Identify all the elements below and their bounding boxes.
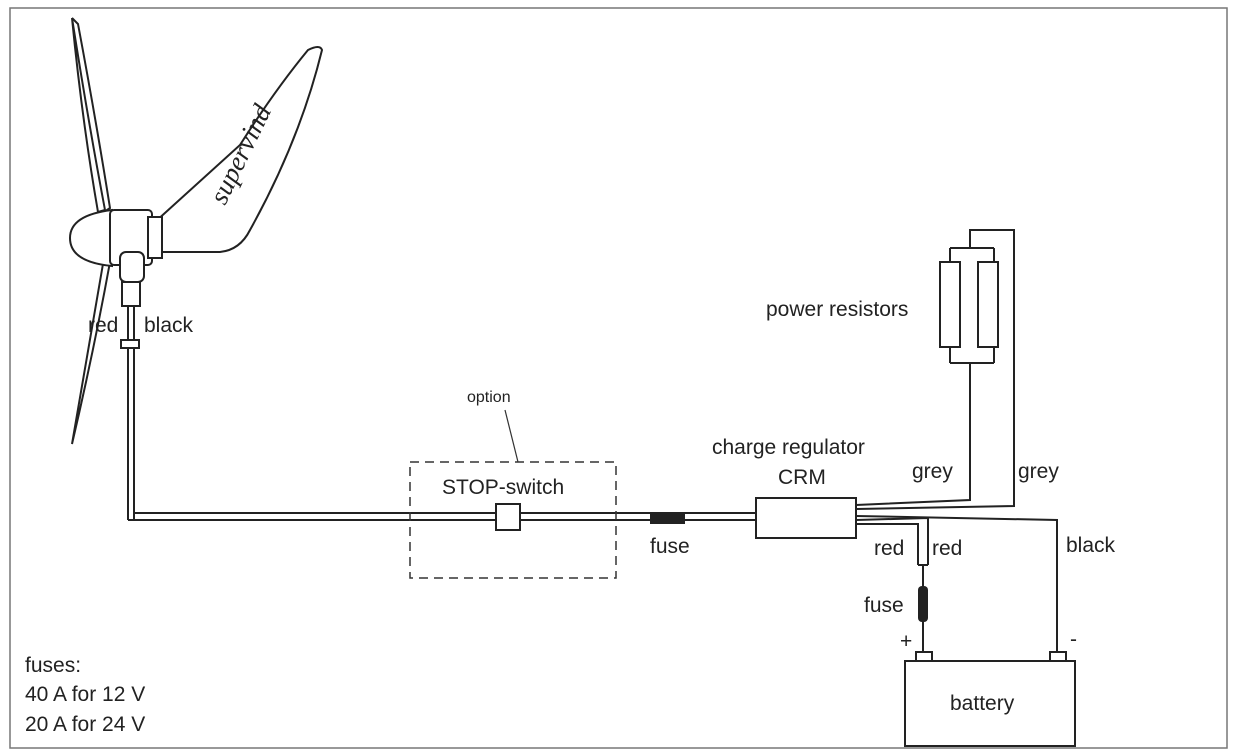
- nacelle-ring: [147, 216, 163, 259]
- battery-fuse-label: fuse: [864, 594, 904, 617]
- yaw-head: [119, 251, 145, 283]
- fuses-note-title: fuses:: [25, 654, 81, 677]
- battery-fuse: [918, 586, 928, 622]
- power-resistors: [939, 247, 999, 364]
- battery-minus-label: -: [1070, 628, 1077, 651]
- red-label-2: red: [932, 537, 962, 560]
- stop-switch-label: STOP-switch: [442, 476, 564, 499]
- main-fuse-label: fuse: [650, 535, 690, 558]
- option-box: [409, 461, 617, 579]
- battery-plus-label: +: [900, 630, 912, 653]
- red-label-1: red: [874, 537, 904, 560]
- power-resistors-label: power resistors: [766, 298, 908, 321]
- main-fuse: [650, 514, 685, 524]
- wind-turbine: [68, 17, 324, 445]
- diagram-frame: [9, 7, 1228, 749]
- battery: [904, 651, 1076, 747]
- grey-label-1: grey: [912, 460, 953, 483]
- turbine-red-label: red: [88, 314, 118, 337]
- regulator-label-2: CRM: [778, 466, 826, 489]
- nose-cone: [68, 208, 113, 268]
- option-pointer: [504, 409, 519, 463]
- grey-label-2: grey: [1018, 460, 1059, 483]
- fuses-note-line1: 40 A for 12 V: [25, 683, 145, 706]
- stop-switch: [495, 503, 521, 531]
- lower-blade: [71, 256, 112, 445]
- tail-vane: [154, 46, 324, 253]
- mast: [121, 281, 141, 307]
- fuses-note-line2: 20 A for 24 V: [25, 713, 145, 736]
- turbine-black-label: black: [144, 314, 194, 337]
- regulator-label-1: charge regulator: [712, 436, 865, 459]
- upper-blade: [71, 17, 107, 214]
- regulator-wires: [855, 229, 1058, 652]
- battery-label: battery: [950, 692, 1015, 715]
- option-label: option: [467, 389, 511, 406]
- charge-regulator: [755, 497, 857, 539]
- black-label: black: [1066, 534, 1116, 557]
- turbine-cable: [120, 306, 140, 520]
